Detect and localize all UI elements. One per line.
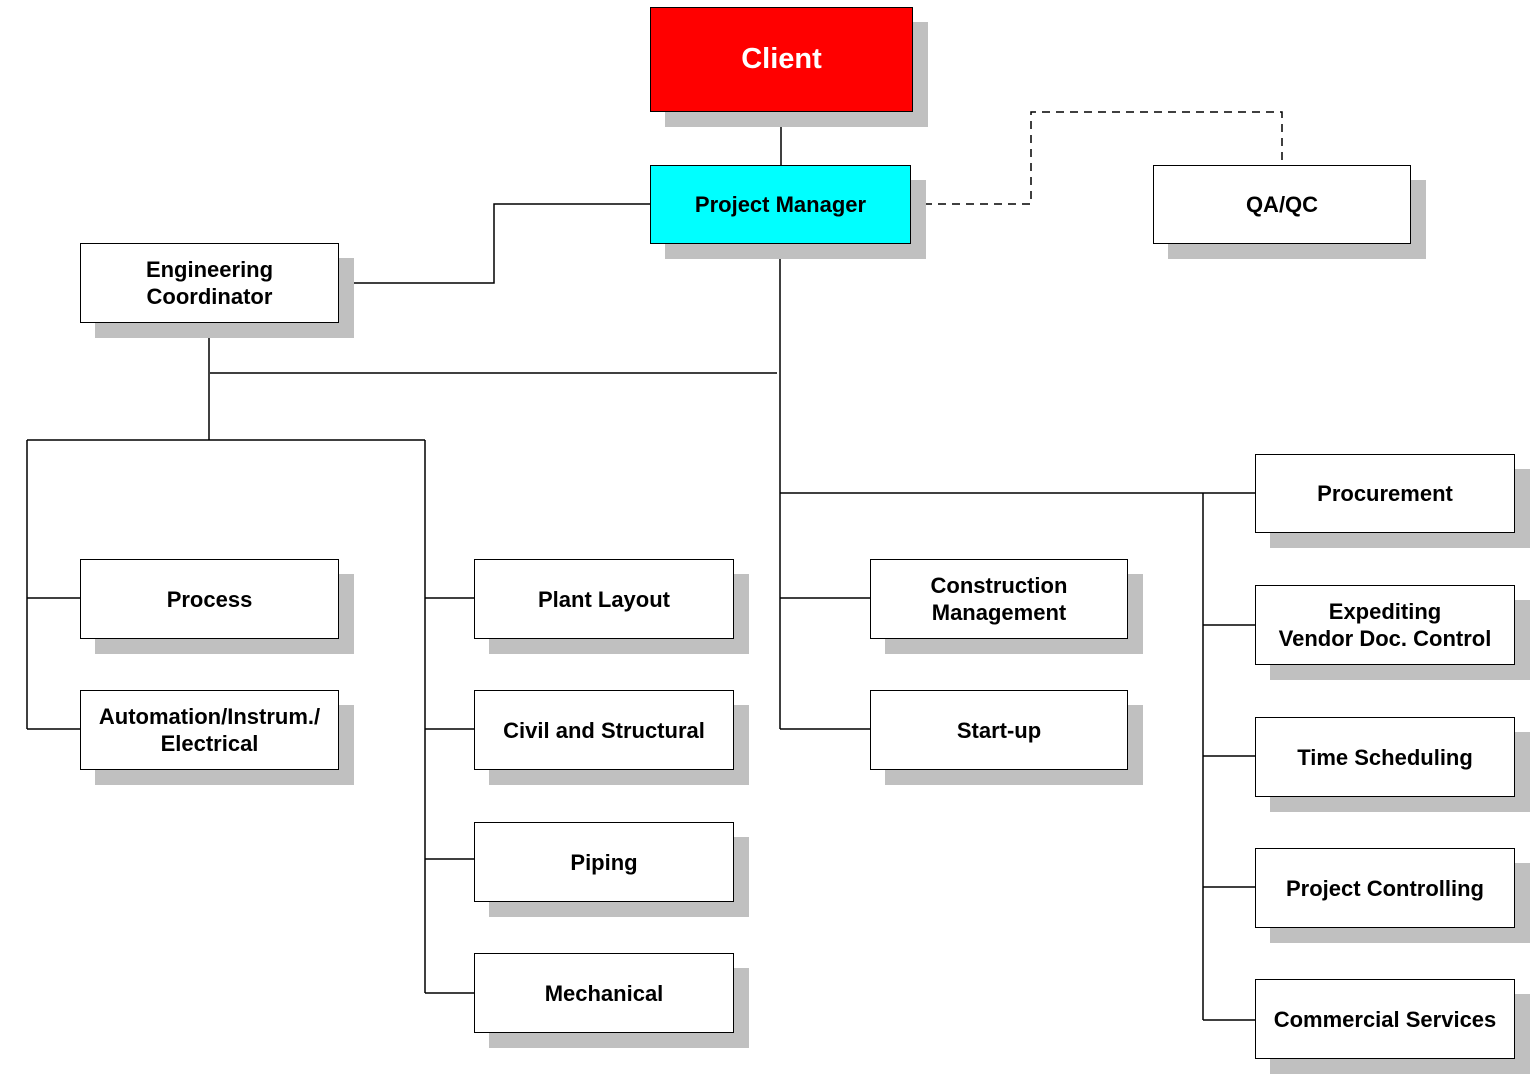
piping-box: Piping [474, 822, 734, 902]
time-scheduling-label: Time Scheduling [1297, 744, 1473, 770]
expediting-box: Expediting Vendor Doc. Control [1255, 585, 1515, 665]
plant-layout-box: Plant Layout [474, 559, 734, 639]
civil-structural-box: Civil and Structural [474, 690, 734, 770]
process-label: Process [166, 586, 253, 612]
commercial-services-box: Commercial Services [1255, 979, 1515, 1059]
mechanical-box: Mechanical [474, 953, 734, 1033]
piping-label: Piping [570, 849, 638, 875]
expediting-label: Expediting Vendor Doc. Control [1278, 599, 1492, 651]
procurement-box: Procurement [1255, 454, 1515, 533]
project-manager-box: Project Manager [650, 165, 911, 244]
civil-structural-label: Civil and Structural [503, 717, 705, 743]
start-up-label: Start-up [956, 717, 1042, 743]
construction-management-label: Construction Management [930, 573, 1068, 625]
project-controlling-box: Project Controlling [1255, 848, 1515, 928]
commercial-services-label: Commercial Services [1273, 1006, 1497, 1032]
mechanical-label: Mechanical [544, 980, 664, 1006]
qa-qc-box: QA/QC [1153, 165, 1411, 244]
time-scheduling-box: Time Scheduling [1255, 717, 1515, 797]
client-box: Client [650, 7, 913, 112]
construction-management-box: Construction Management [870, 559, 1128, 639]
automation-box: Automation/Instrum./ Electrical [80, 690, 339, 770]
start-up-box: Start-up [870, 690, 1128, 770]
qa-qc-label: QA/QC [1245, 192, 1319, 217]
automation-label: Automation/Instrum./ Electrical [98, 704, 321, 756]
project-manager-label: Project Manager [694, 192, 867, 217]
project-controlling-label: Project Controlling [1286, 875, 1484, 901]
plant-layout-label: Plant Layout [537, 586, 670, 612]
process-box: Process [80, 559, 339, 639]
client-label: Client [741, 43, 822, 75]
procurement-label: Procurement [1317, 481, 1453, 506]
connector-pm-engcoord [338, 203, 650, 284]
engineering-coordinator-box: Engineering Coordinator [80, 243, 339, 323]
connector-qaqc-dashed [910, 111, 1283, 205]
engineering-coordinator-label: Engineering Coordinator [145, 257, 274, 309]
